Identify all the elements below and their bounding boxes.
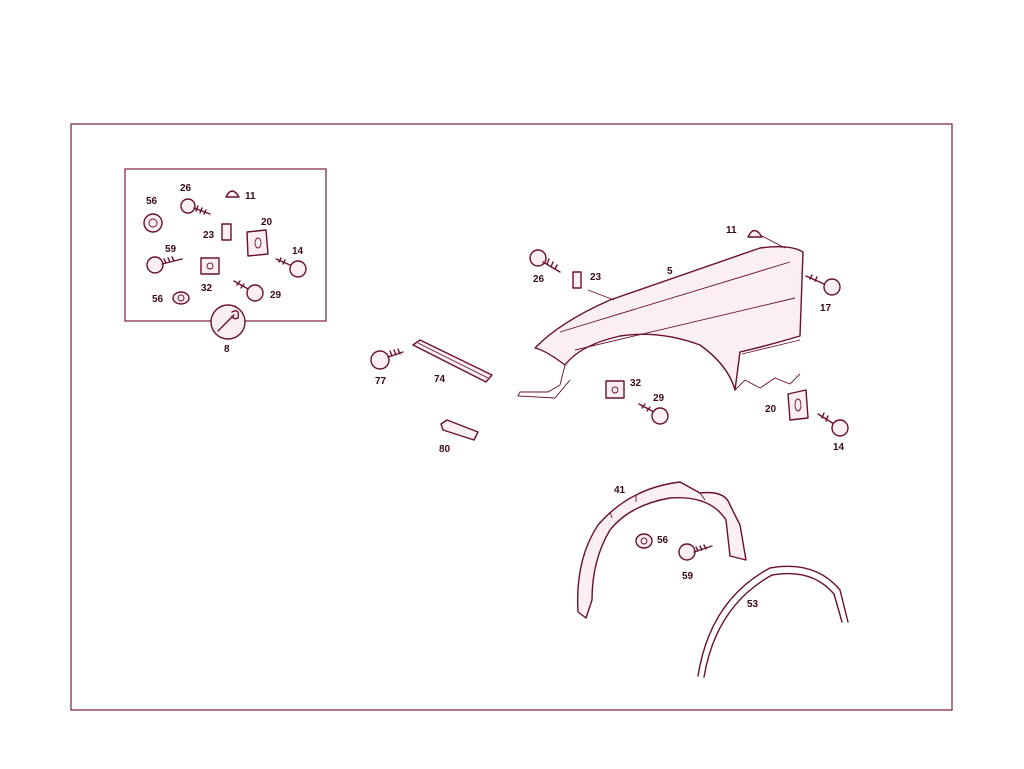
label-14-inset: 14	[292, 246, 304, 257]
part-14-bolt-inset[interactable]	[275, 257, 307, 278]
label-77: 77	[375, 376, 387, 387]
part-56-nut-inset-2[interactable]	[172, 291, 190, 305]
wrench-icon	[210, 304, 246, 340]
label-11-inset: 11	[245, 191, 256, 202]
label-29-inset: 29	[270, 290, 282, 301]
label-56-inset: 56	[146, 196, 158, 207]
part-23-clip-inset[interactable]	[221, 223, 232, 241]
part-59-bolt-inset[interactable]	[146, 256, 183, 274]
part-17-screw[interactable]	[805, 274, 841, 296]
label-29: 29	[653, 393, 665, 404]
label-8: 8	[224, 344, 230, 355]
part-26-bolt-inset[interactable]	[180, 198, 211, 215]
label-14: 14	[833, 442, 845, 453]
part-29-screw-inset[interactable]	[233, 280, 264, 302]
part-11-clip-inset[interactable]	[225, 190, 240, 198]
part-14-bolt[interactable]	[817, 412, 849, 437]
part-32-clip[interactable]	[605, 380, 625, 399]
label-32: 32	[630, 378, 642, 389]
part-23-clip[interactable]	[572, 271, 582, 289]
part-56-nut[interactable]	[635, 533, 653, 549]
part-53-arch-trim[interactable]	[697, 565, 849, 678]
part-11-clip[interactable]	[747, 229, 786, 249]
label-74: 74	[434, 374, 446, 385]
part-77-bolt[interactable]	[370, 348, 404, 370]
label-32-inset: 32	[201, 283, 213, 294]
label-23-inset: 23	[203, 230, 215, 241]
label-23: 23	[590, 272, 602, 283]
label-59-inset: 59	[165, 244, 177, 255]
label-11: 11	[726, 225, 737, 236]
label-56-inset-2: 56	[152, 294, 164, 305]
label-59: 59	[682, 571, 694, 582]
label-5: 5	[667, 266, 673, 277]
part-29-screw[interactable]	[638, 403, 669, 425]
label-56: 56	[657, 535, 669, 546]
label-20: 20	[765, 404, 777, 415]
label-17: 17	[820, 303, 832, 314]
part-20-bracket-inset[interactable]	[246, 229, 269, 257]
label-80: 80	[439, 444, 451, 455]
label-53: 53	[747, 599, 759, 610]
diagram-frame	[70, 123, 953, 711]
label-26: 26	[533, 274, 545, 285]
label-26-inset: 26	[180, 183, 192, 194]
part-80-block[interactable]	[440, 419, 479, 441]
label-20-inset: 20	[261, 217, 273, 228]
label-41: 41	[614, 485, 626, 496]
part-41-wheel-liner[interactable]	[576, 481, 747, 619]
part-32-clip-inset[interactable]	[200, 257, 220, 275]
part-74-strip[interactable]	[412, 339, 493, 383]
part-5-front-fender[interactable]	[517, 245, 804, 399]
part-59-bolt[interactable]	[678, 543, 713, 561]
leader-5	[587, 289, 615, 301]
part-56-nut-inset[interactable]	[143, 213, 163, 233]
part-26-bolt[interactable]	[529, 249, 561, 273]
part-20-bracket[interactable]	[787, 389, 809, 421]
